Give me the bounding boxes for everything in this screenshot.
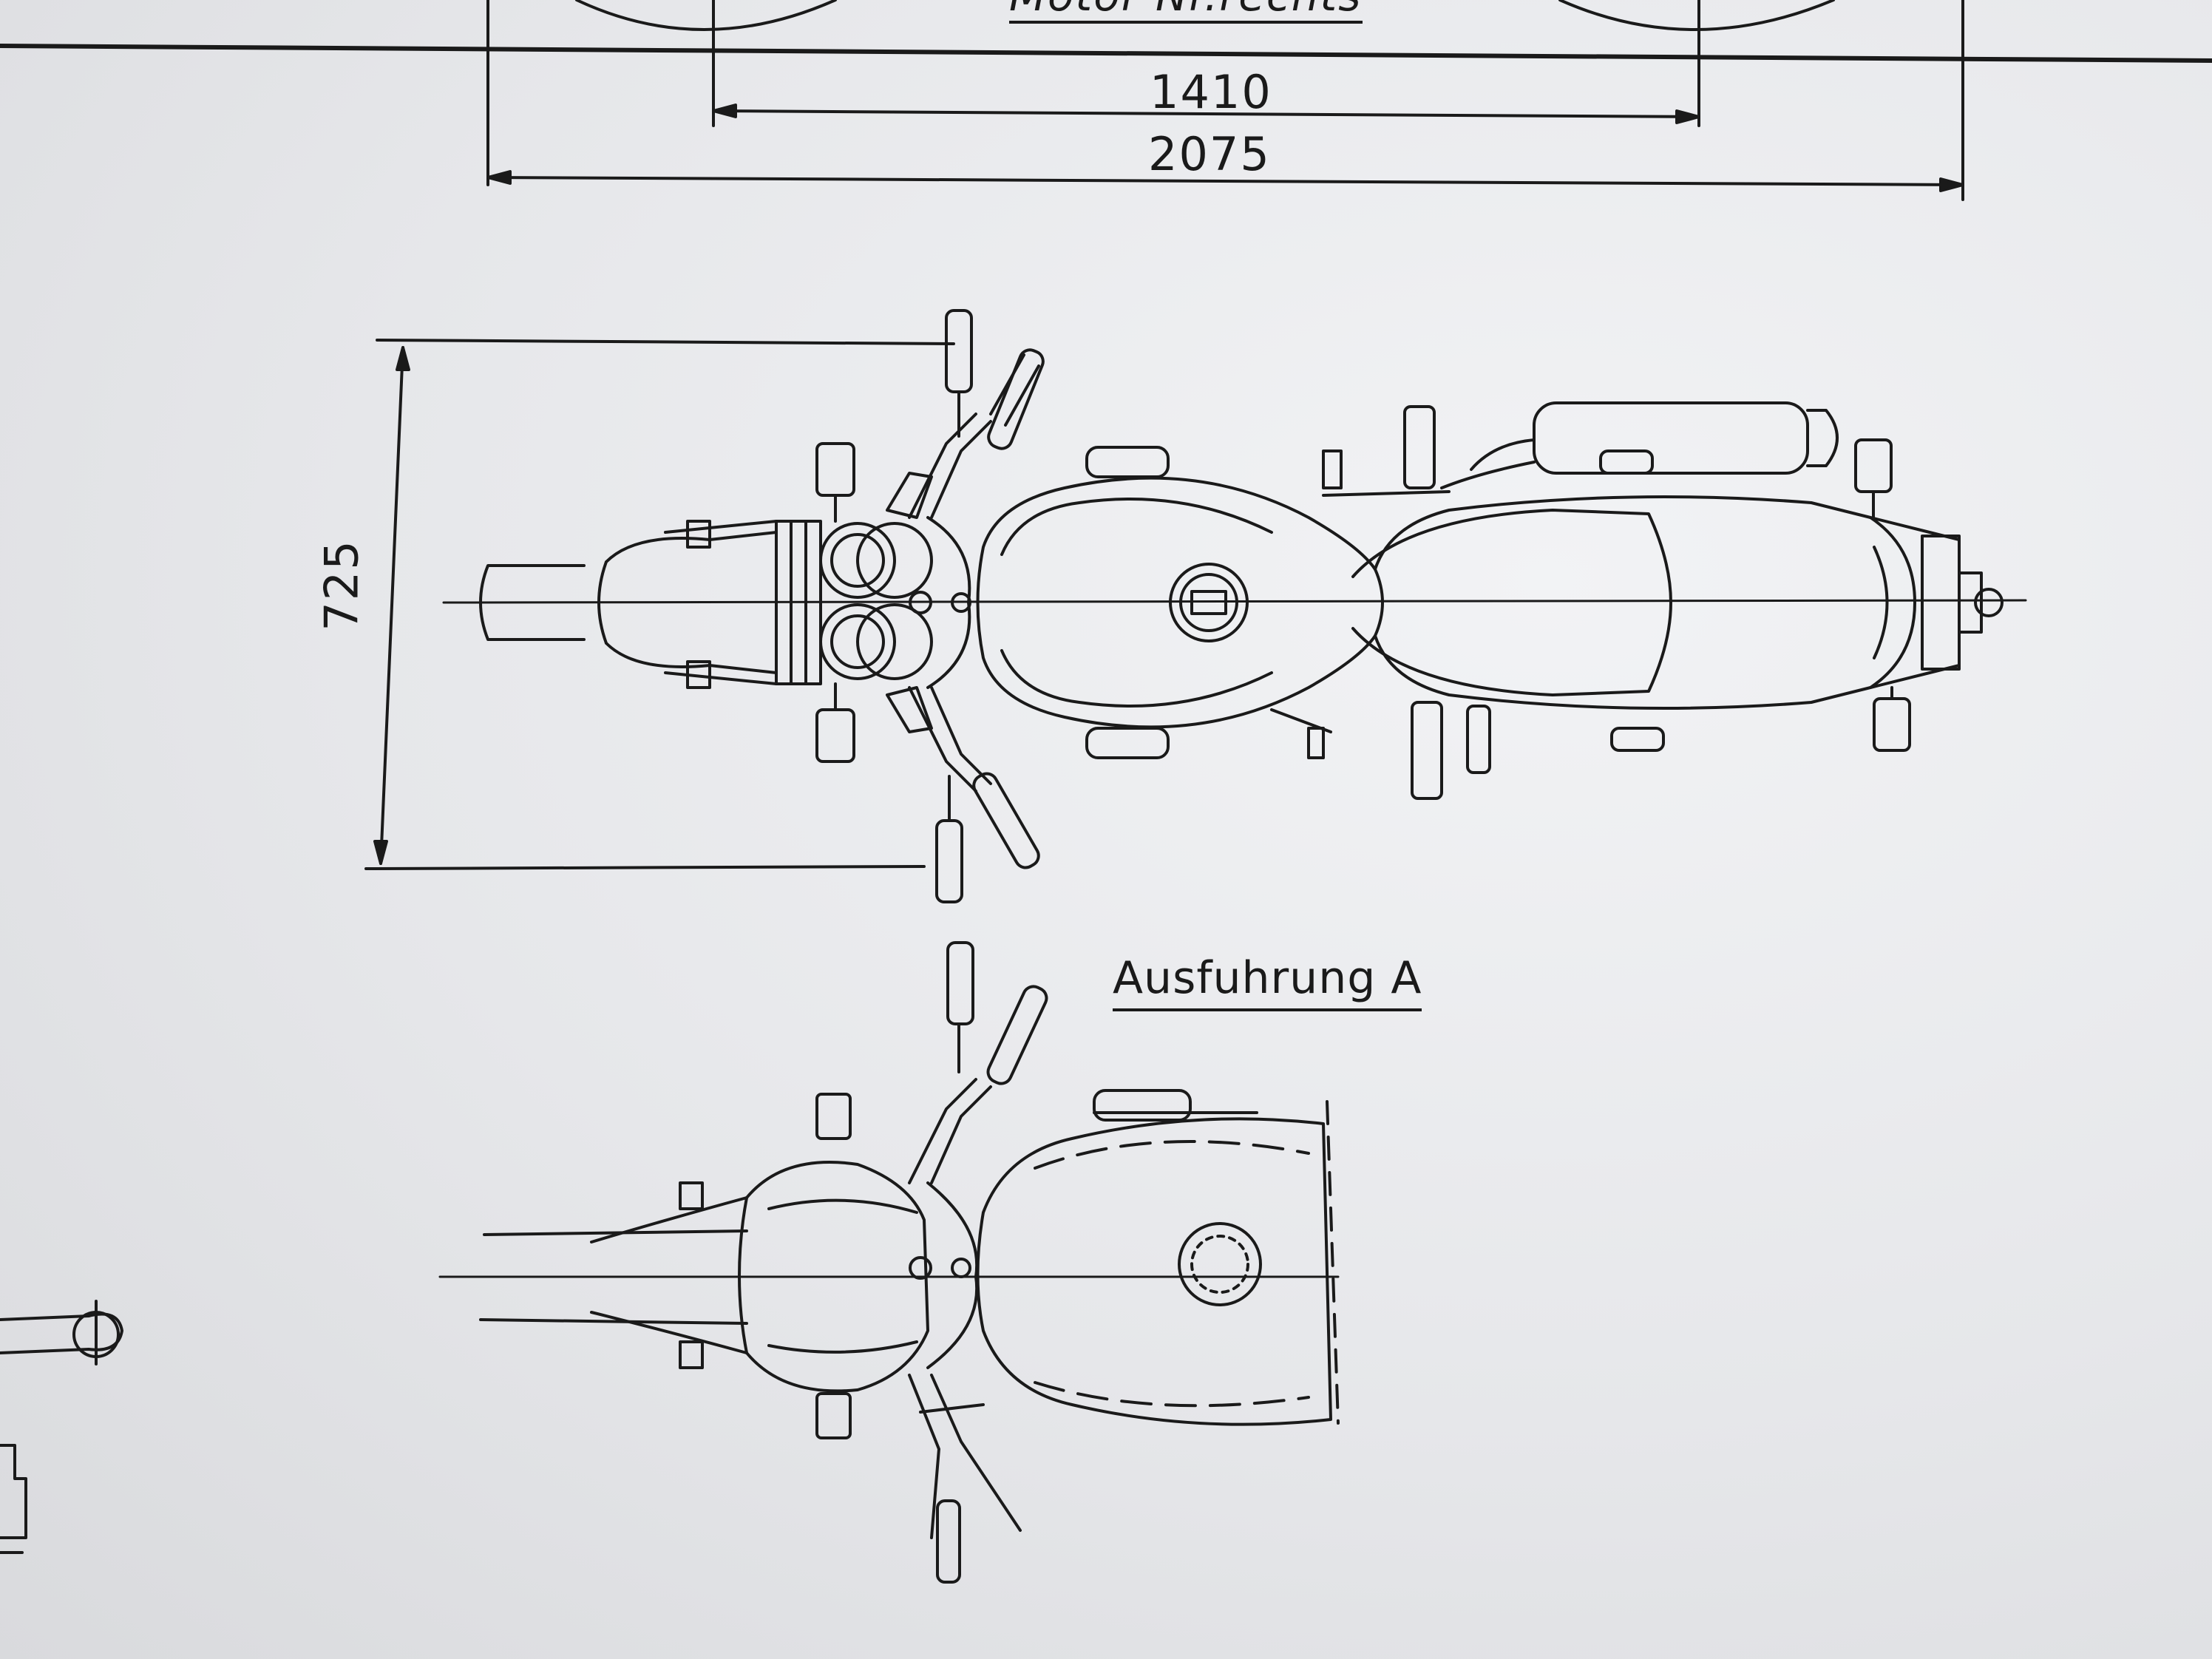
left-edge-fragment [0, 1300, 123, 1554]
variant-a-label: Ausfuhrung A [1113, 952, 1422, 1011]
motorcycle-variant-a-view [438, 941, 1340, 1584]
dimension-label-overall-length: 2075 [1148, 127, 1271, 181]
motorcycle-top-view [442, 309, 2027, 903]
dimension-label-wheelbase: 1410 [1150, 65, 1272, 119]
header-partial-title: Motor Nr.rechts [1009, 0, 1363, 24]
dimension-725 [364, 339, 955, 870]
side-view-wheels [575, 0, 1835, 31]
dimension-2075 [486, 0, 1964, 201]
dimension-label-width: 725 [314, 539, 369, 631]
dimension-1410 [712, 0, 1700, 127]
ground-line [0, 44, 2212, 63]
